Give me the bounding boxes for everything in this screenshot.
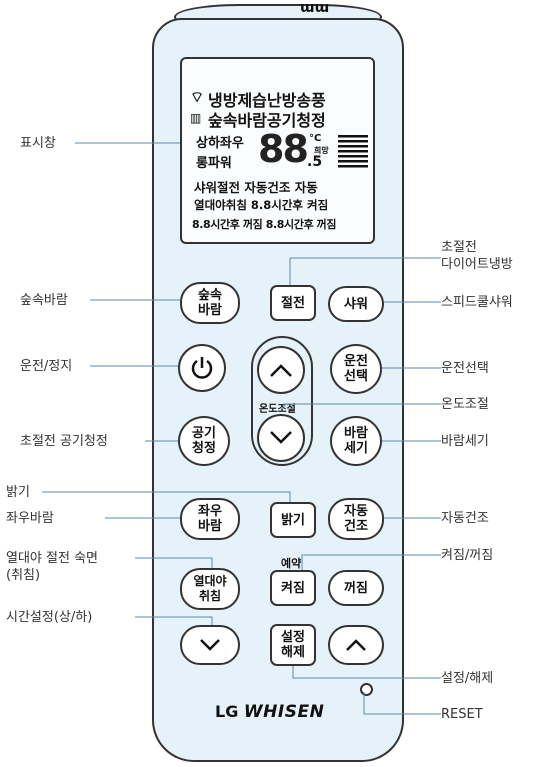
lcd-longpower-label: 롱파워 — [196, 156, 232, 171]
set-cancel-button[interactable]: 설정 해제 — [270, 624, 316, 666]
label-op-select: 운전선택 — [441, 361, 489, 376]
lcd-mode-row: 냉방제습난방송풍 — [208, 91, 326, 110]
ir-emitter-icon: ɯɯ — [300, 0, 330, 16]
chevron-down-icon — [200, 639, 220, 651]
time-up-button[interactable] — [328, 625, 384, 665]
label-set-cancel: 설정/해제 — [441, 671, 494, 686]
op-select-button[interactable]: 운전 선택 — [330, 344, 382, 394]
label-air-clean: 초절전 공기청정 — [20, 434, 108, 449]
label-wind-strength: 바람세기 — [441, 434, 489, 449]
lcd-options-row: 샤워절전 자동건조 자동 — [194, 180, 318, 195]
shower-button[interactable]: 샤워 — [328, 286, 384, 322]
label-timer: 켜짐/꺼짐 — [441, 548, 494, 563]
label-forest-wind: 숲속바람 — [20, 293, 68, 308]
time-down-button[interactable] — [180, 625, 240, 665]
power-button[interactable] — [178, 344, 226, 392]
lcd-desired-label: 희망 — [314, 146, 329, 155]
label-time-set: 시간설정(상/하) — [6, 610, 93, 625]
lg-whisen-logo: LG WHISEN — [215, 702, 325, 722]
label-shower: 스피드쿨샤워 — [441, 295, 513, 310]
temp-up-button[interactable] — [257, 346, 305, 394]
air-clean-button[interactable]: 공기 청정 — [178, 416, 230, 466]
label-left-right: 좌우바람 — [6, 511, 54, 526]
lcd-sleep-row: 열대야취침 8.8시간후 켜짐 — [194, 198, 329, 212]
lcd-half-digit: .5 — [307, 154, 323, 170]
brightness-button[interactable]: 밝기 — [270, 502, 316, 538]
temp-caption: 온도조절 — [259, 404, 296, 415]
chevron-up-icon — [346, 639, 366, 651]
chevron-down-icon — [270, 431, 292, 444]
battery-icon: ▥ — [190, 111, 202, 125]
left-right-wind-button[interactable]: 좌우 바람 — [180, 498, 240, 540]
label-power: 운전/정지 — [20, 359, 73, 374]
wifi-icon: ⌔ — [190, 88, 205, 106]
power-icon — [191, 357, 213, 379]
reserve-caption: 예약 — [281, 557, 302, 570]
off-timer-button[interactable]: 꺼짐 — [328, 570, 384, 606]
label-temp: 온도조절 — [441, 397, 489, 412]
label-display: 표시창 — [20, 136, 56, 151]
lcd-updown-label: 상하좌우 — [196, 136, 244, 151]
label-auto-dry: 자동건조 — [441, 511, 489, 526]
lcd-function-row: 숲속바람공기청정 — [208, 111, 326, 130]
energy-save-button[interactable]: 절전 — [270, 285, 316, 321]
forest-wind-button[interactable]: 숲속 바람 — [180, 282, 240, 324]
label-energy-save: 초절전 다이어트냉방 — [441, 240, 513, 272]
fan-level-bars-icon — [338, 135, 368, 168]
label-tropical: 열대야 절전 숙면 (취침) — [6, 551, 98, 583]
label-reset: RESET — [441, 707, 483, 722]
on-timer-button[interactable]: 켜짐 — [270, 570, 316, 606]
lcd-temperature-digits: 88 — [258, 127, 309, 171]
tropical-sleep-button[interactable]: 열대야 취침 — [180, 568, 240, 610]
label-brightness: 밝기 — [6, 485, 30, 500]
chevron-up-icon — [270, 364, 292, 377]
reset-button[interactable] — [360, 683, 373, 696]
lcd-timer-row: 8.8시간후 꺼짐 8.8시간후 꺼짐 — [192, 218, 337, 231]
lcd-celsius: °C — [309, 133, 322, 144]
wind-strength-button[interactable]: 바람 세기 — [330, 416, 382, 466]
temp-down-button[interactable] — [257, 414, 305, 462]
auto-dry-button[interactable]: 자동 건조 — [328, 498, 384, 540]
